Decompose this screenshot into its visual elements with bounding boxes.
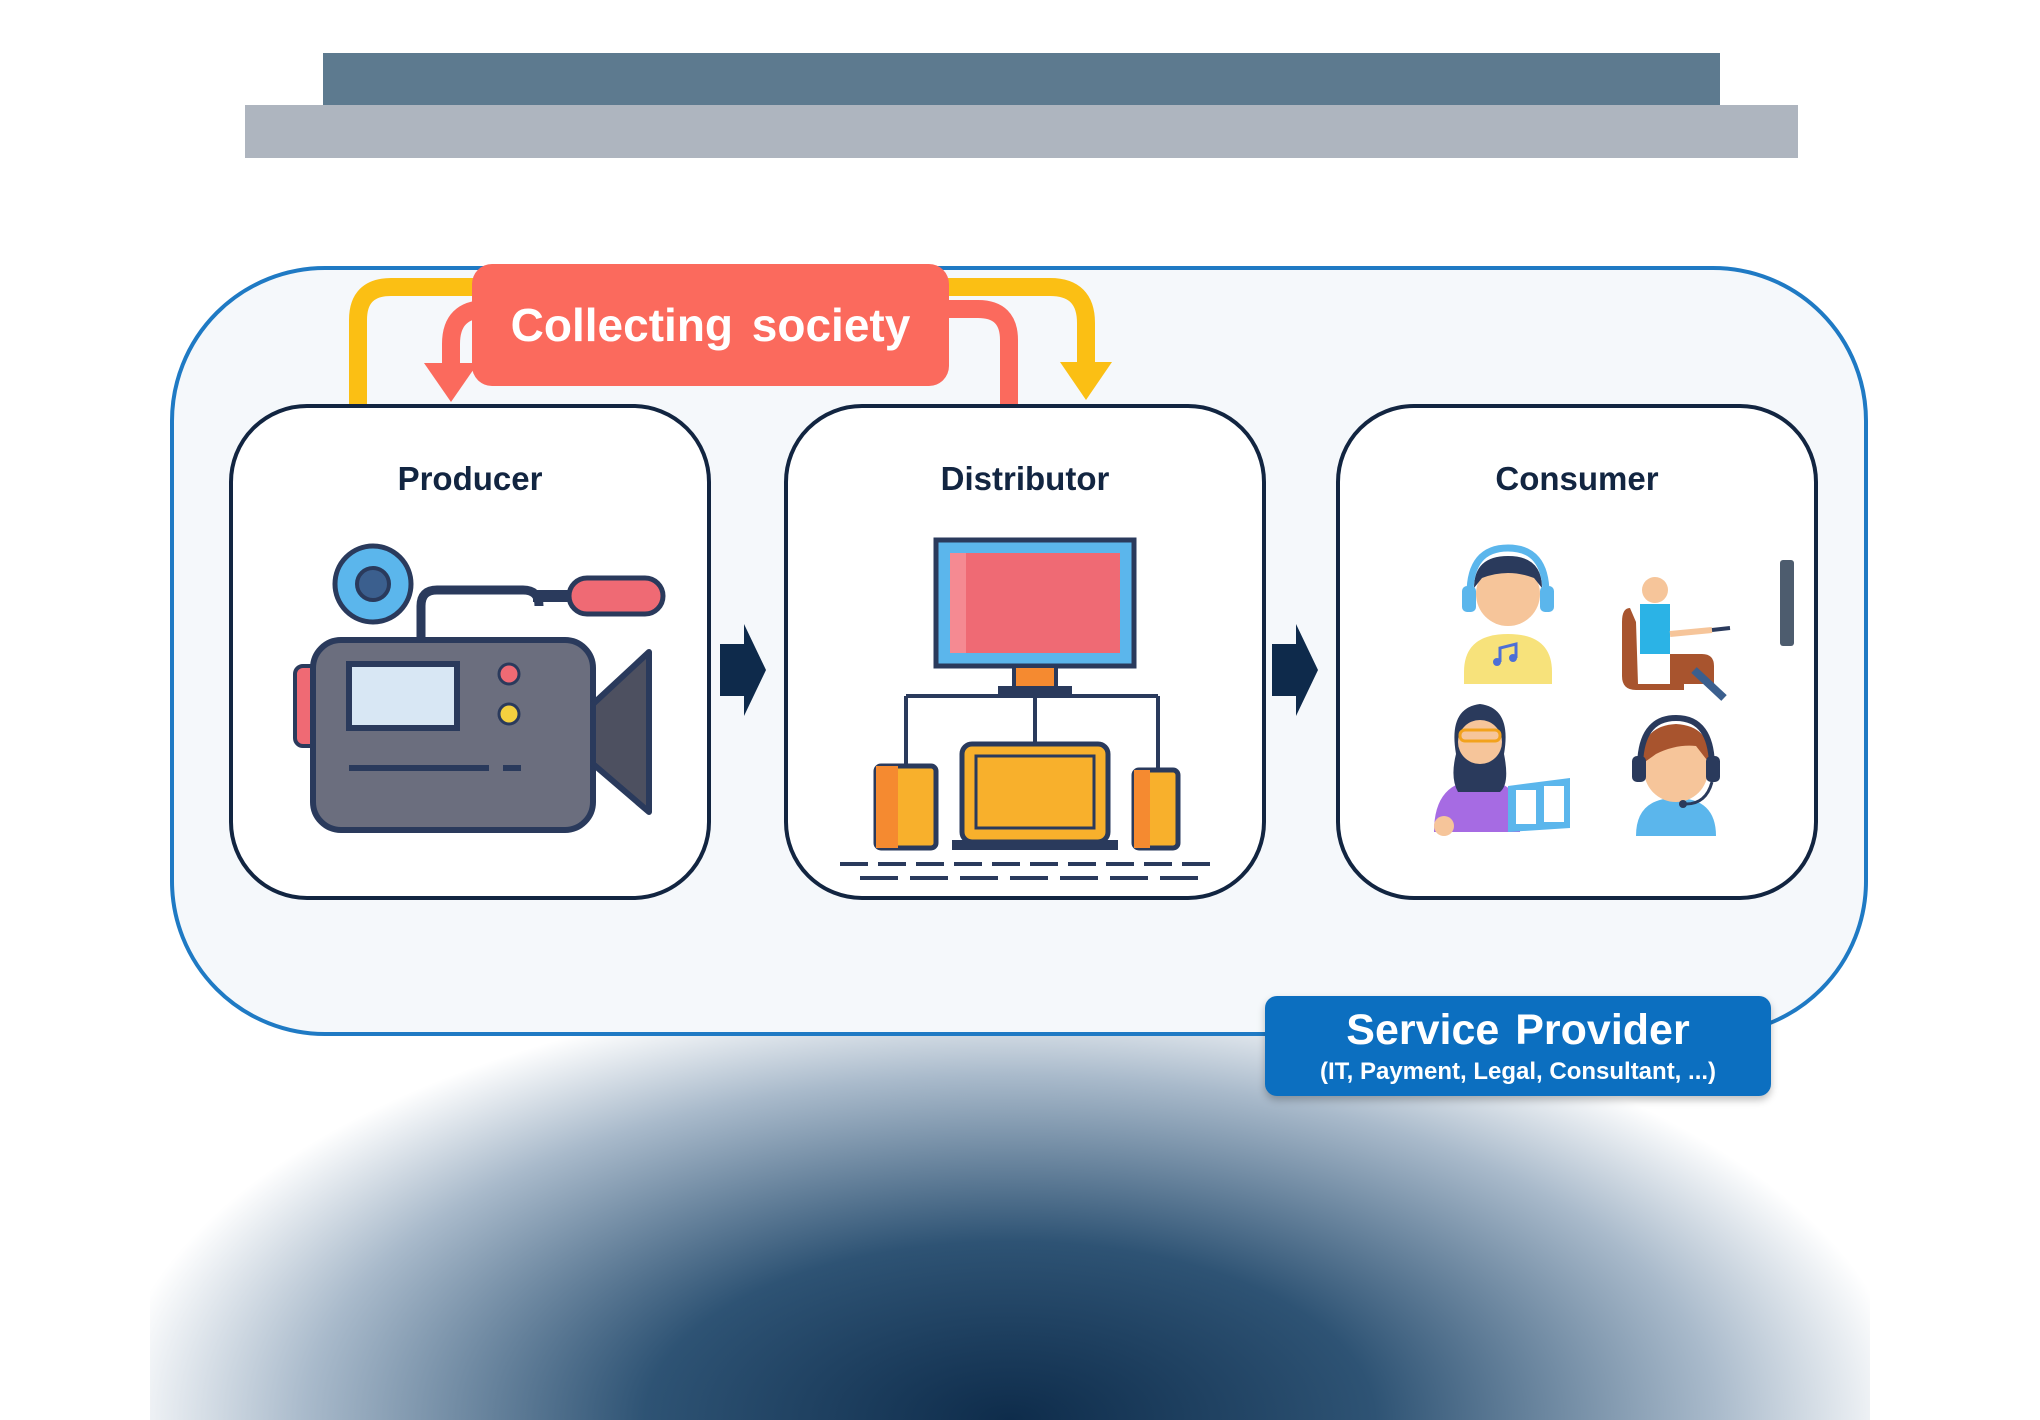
music-listener-icon bbox=[1462, 544, 1554, 684]
flow-arrowhead-yellow bbox=[1060, 362, 1112, 400]
consumer-node: Consumer bbox=[1336, 404, 1818, 900]
reader-icon bbox=[1434, 704, 1570, 836]
producer-to-distributor-flow bbox=[349, 278, 1095, 404]
arrow-right-icon bbox=[720, 624, 766, 716]
producer-title: Producer bbox=[397, 460, 543, 497]
arrow-right-icon bbox=[1272, 624, 1318, 716]
service-provider-title: Service Provider bbox=[1346, 1006, 1690, 1054]
consumer-title: Consumer bbox=[1495, 460, 1659, 497]
computer-network-icon bbox=[840, 537, 1218, 880]
distributor-title: Distributor bbox=[940, 460, 1110, 497]
service-provider-subtitle: (IT, Payment, Legal, Consultant, ...) bbox=[1319, 1058, 1717, 1085]
headset-user-icon bbox=[1632, 714, 1720, 836]
tv-viewer-icon bbox=[1622, 560, 1794, 701]
consumer-icons bbox=[1434, 544, 1794, 836]
service-provider-badge: Service Provider (IT, Payment, Legal, Co… bbox=[1265, 996, 1771, 1096]
flow-arrowhead-red bbox=[424, 363, 478, 402]
header-bar-light bbox=[245, 105, 1798, 158]
distributor-node: Distributor bbox=[784, 404, 1266, 900]
video-camera-icon bbox=[293, 543, 666, 833]
header-bar-dark bbox=[323, 53, 1720, 106]
collecting-society-badge: Collecting society bbox=[472, 264, 949, 386]
producer-node: Producer bbox=[229, 404, 711, 900]
